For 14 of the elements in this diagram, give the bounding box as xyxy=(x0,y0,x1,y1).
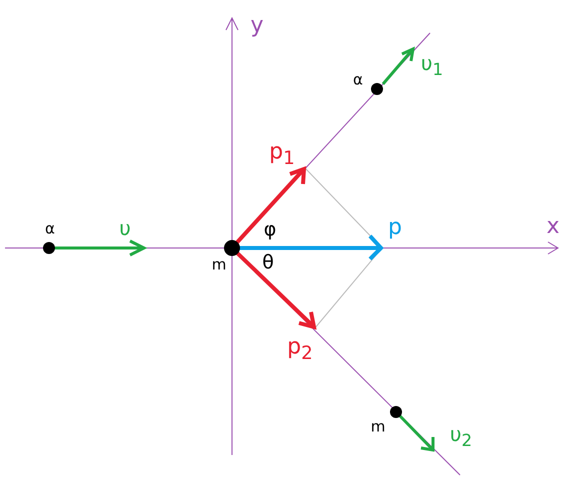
particle-label: α xyxy=(45,222,55,236)
angle-label: θ xyxy=(262,254,274,272)
vector-label: υ xyxy=(119,218,131,238)
vector-label: p xyxy=(388,217,402,239)
vector-label: υ$_{2}$ xyxy=(450,424,472,450)
vector-label: υ$_{1}$ xyxy=(420,53,444,79)
axis-label: y xyxy=(250,15,264,37)
vector-label: p$_{1}$ xyxy=(269,142,295,168)
axis-label: x xyxy=(546,216,560,238)
particle-label: α xyxy=(353,72,363,88)
particle-label: m xyxy=(212,258,226,272)
vector-label: p$_{2}$ xyxy=(287,336,313,364)
angle-label: φ xyxy=(264,220,276,240)
particle-label: m xyxy=(370,420,386,434)
